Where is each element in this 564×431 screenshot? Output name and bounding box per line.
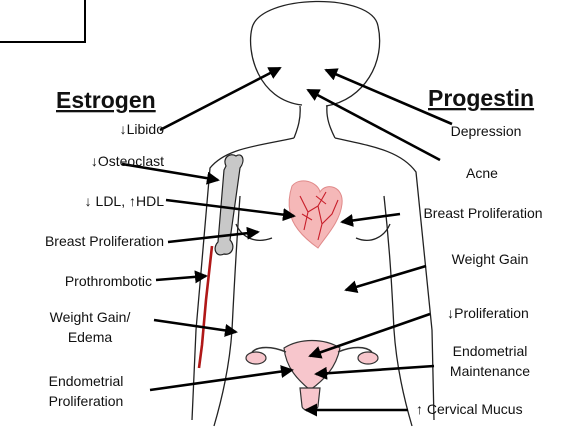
- label-endometrial-proliferation-line1: Endometrial: [49, 373, 124, 389]
- estrogen-header: Estrogen: [56, 87, 156, 113]
- progestin-header: Progestin: [428, 85, 534, 111]
- label-endometrial-proliferation-line2: Proliferation: [49, 393, 124, 409]
- label-depression: Depression: [451, 123, 522, 139]
- label-weight-gain-line1: Weight Gain/: [50, 309, 131, 325]
- label-acne: Acne: [466, 165, 498, 181]
- arrow-weight-gain-progestin: [346, 266, 426, 290]
- arrow-weight-gain-estrogen: [154, 320, 236, 332]
- label-weight-gain: Weight Gain: [452, 251, 529, 267]
- arrow-estrogen-breast: [168, 232, 258, 242]
- arrow-acne: [308, 90, 440, 160]
- uterus-icon: [246, 341, 378, 411]
- label-progestin-breast: Breast Proliferation: [423, 205, 542, 221]
- arrow-libido: [160, 68, 280, 130]
- label-endometrial-maintenance-line1: Endometrial: [453, 343, 528, 359]
- heart-icon: [289, 181, 342, 248]
- label-lipids: ↓ LDL, ↑HDL: [85, 193, 165, 209]
- label-endometrial-maintenance-line2: Maintenance: [450, 363, 530, 379]
- corner-box: [0, 0, 85, 42]
- label-osteoclast: ↓Osteoclast: [91, 153, 164, 169]
- label-estrogen-breast: Breast Proliferation: [45, 233, 164, 249]
- label-libido: ↓Libido: [120, 121, 165, 137]
- label-weight-gain-line2: Edema: [68, 329, 113, 345]
- arrow-progestin-breast: [342, 214, 400, 222]
- label-cervical-mucus: ↑ Cervical Mucus: [416, 401, 523, 417]
- arrow-prothrombotic: [156, 276, 206, 280]
- vein-icon: [199, 246, 212, 368]
- label-proliferation: ↓Proliferation: [447, 305, 529, 321]
- arrow-endometrial-maintenance: [316, 366, 434, 374]
- arrow-endometrial-proliferation: [150, 370, 292, 390]
- label-prothrombotic: Prothrombotic: [65, 273, 152, 289]
